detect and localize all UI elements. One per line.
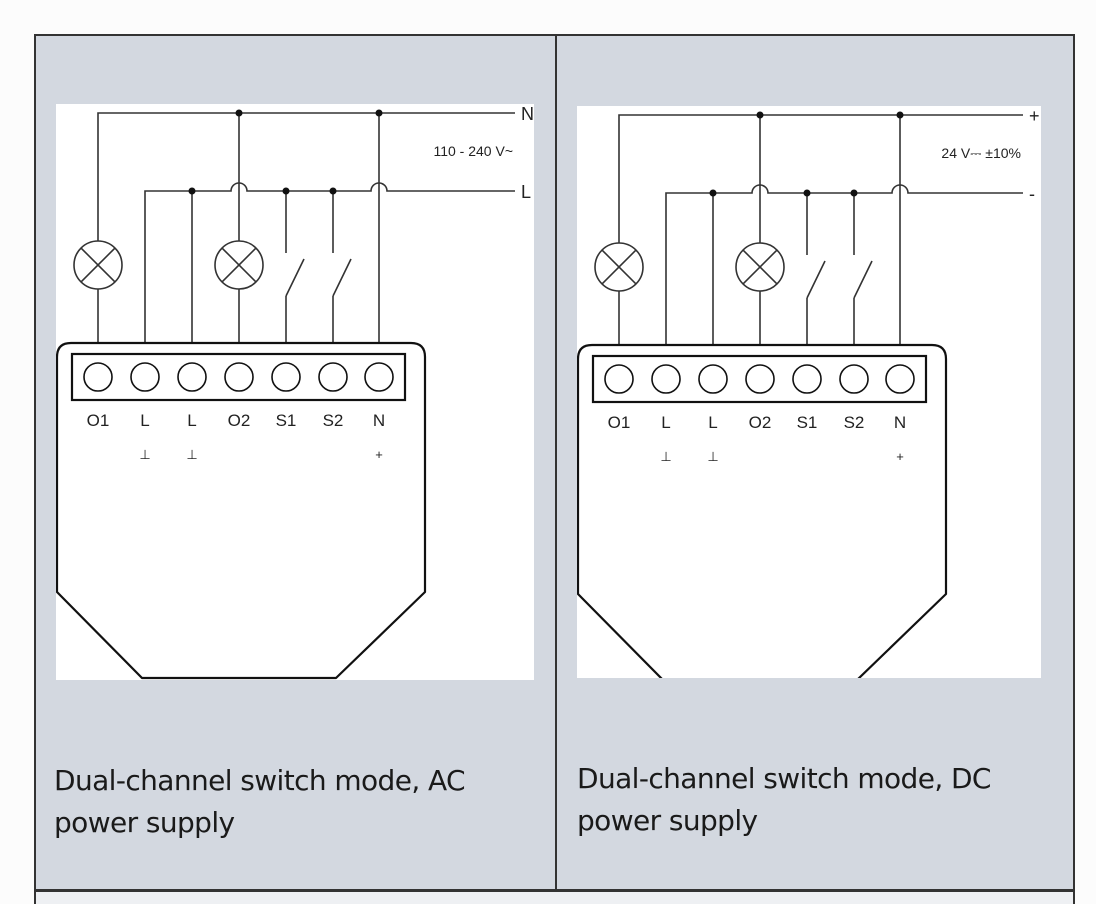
terminal-label: O1 (87, 411, 110, 430)
junction-dot (282, 187, 290, 195)
terminal-screw (177, 362, 207, 392)
dc-wiring-diagram: + - 24 V⎓ ±10% O1 L ⊥ L ⊥ O2 S1 S2 N + (577, 106, 1041, 678)
ac-diagram-caption: Dual-channel switch mode, AC power suppl… (54, 764, 466, 839)
lamp-1-icon (73, 240, 123, 290)
supply-top-line (618, 114, 1023, 243)
terminal-screw (604, 364, 634, 394)
ac-wiring-diagram: N L 110 - 240 V~ O1 L ⊥ L ⊥ O2 S1 S2 N + (56, 104, 534, 680)
terminal-polarity-symbol: ⊥ (139, 447, 150, 462)
terminal-label: N (894, 413, 906, 432)
supply-top-label: + (1029, 106, 1040, 126)
terminal-screw (745, 364, 775, 394)
supply-bottom-line (144, 182, 515, 343)
terminal-label: O1 (608, 413, 631, 432)
switch-1-contact (806, 260, 826, 299)
terminal-polarity-symbol: ⊥ (660, 449, 671, 464)
supply-bottom-line (665, 184, 1023, 345)
wiring-table: N L 110 - 240 V~ O1 L ⊥ L ⊥ O2 S1 S2 N + Dual-channe… (34, 34, 1075, 904)
terminal-label: O2 (228, 411, 251, 430)
lamp-1-cross-b (80, 247, 116, 283)
terminal-label: S2 (323, 411, 344, 430)
table-row: N L 110 - 240 V~ O1 L ⊥ L ⊥ O2 S1 S2 N + Dual-channe… (36, 36, 1073, 892)
terminal-polarity-symbol: ⊥ (186, 447, 197, 462)
voltage-label: 110 - 240 V~ (433, 143, 513, 159)
device-body (577, 343, 948, 678)
device-body (56, 341, 427, 680)
terminal-screw (792, 364, 822, 394)
junction-dot (375, 109, 383, 117)
terminal-polarity-symbol: + (375, 447, 383, 462)
lamp-2-cross-b (221, 247, 257, 283)
switch-2-contact (853, 260, 873, 299)
supply-top-line (97, 112, 515, 241)
terminal-label: L (708, 413, 717, 432)
junction-dot (896, 111, 904, 119)
lamp-2-icon (214, 240, 264, 290)
terminal-screw (698, 364, 728, 394)
terminal-screw (318, 362, 348, 392)
terminal-screw (885, 364, 915, 394)
supply-bottom-label: - (1029, 184, 1035, 204)
terminal-polarity-symbol: + (896, 449, 904, 464)
terminal-label: S1 (276, 411, 297, 430)
supply-bottom-label: L (521, 182, 531, 202)
table-cell-dc: + - 24 V⎓ ±10% O1 L ⊥ L ⊥ O2 S1 S2 N + Dual-channel … (557, 36, 1073, 889)
terminal-screw (651, 364, 681, 394)
junction-dot (188, 187, 196, 195)
switch-2-contact (332, 258, 352, 297)
lamp-2-icon (735, 242, 785, 292)
junction-dot (329, 187, 337, 195)
terminal-screw (130, 362, 160, 392)
dc-diagram-caption: Dual-channel switch mode, DC power suppl… (577, 762, 991, 837)
junction-dot (756, 111, 764, 119)
voltage-label: 24 V⎓ ±10% (941, 145, 1021, 161)
junction-dot (803, 189, 811, 197)
terminal-screw (83, 362, 113, 392)
terminal-block (591, 354, 928, 404)
terminal-label: L (140, 411, 149, 430)
lamp-1-cross-b (601, 249, 637, 285)
terminal-screw (839, 364, 869, 394)
supply-top-label: N (521, 104, 534, 124)
lamp-2-cross-b (742, 249, 778, 285)
junction-dot (709, 189, 717, 197)
terminal-label: L (661, 413, 670, 432)
terminal-label: L (187, 411, 196, 430)
junction-dot (850, 189, 858, 197)
terminal-label: O2 (749, 413, 772, 432)
switch-1-contact (285, 258, 305, 297)
terminal-polarity-symbol: ⊥ (707, 449, 718, 464)
table-cell-ac: N L 110 - 240 V~ O1 L ⊥ L ⊥ O2 S1 S2 N + Dual-channe… (36, 36, 557, 889)
dc-wiring-diagram-svg: + - 24 V⎓ ±10% O1 L ⊥ L ⊥ O2 S1 S2 N + (577, 106, 1040, 678)
terminal-screw (364, 362, 394, 392)
terminal-label: S1 (797, 413, 818, 432)
ac-wiring-diagram-svg: N L 110 - 240 V~ O1 L ⊥ L ⊥ O2 S1 S2 N + (56, 104, 534, 680)
terminal-block (70, 352, 407, 402)
lamp-1-icon (594, 242, 644, 292)
terminal-screw (271, 362, 301, 392)
terminal-label: N (373, 411, 385, 430)
terminal-screw (224, 362, 254, 392)
terminal-label: S2 (844, 413, 865, 432)
junction-dot (235, 109, 243, 117)
